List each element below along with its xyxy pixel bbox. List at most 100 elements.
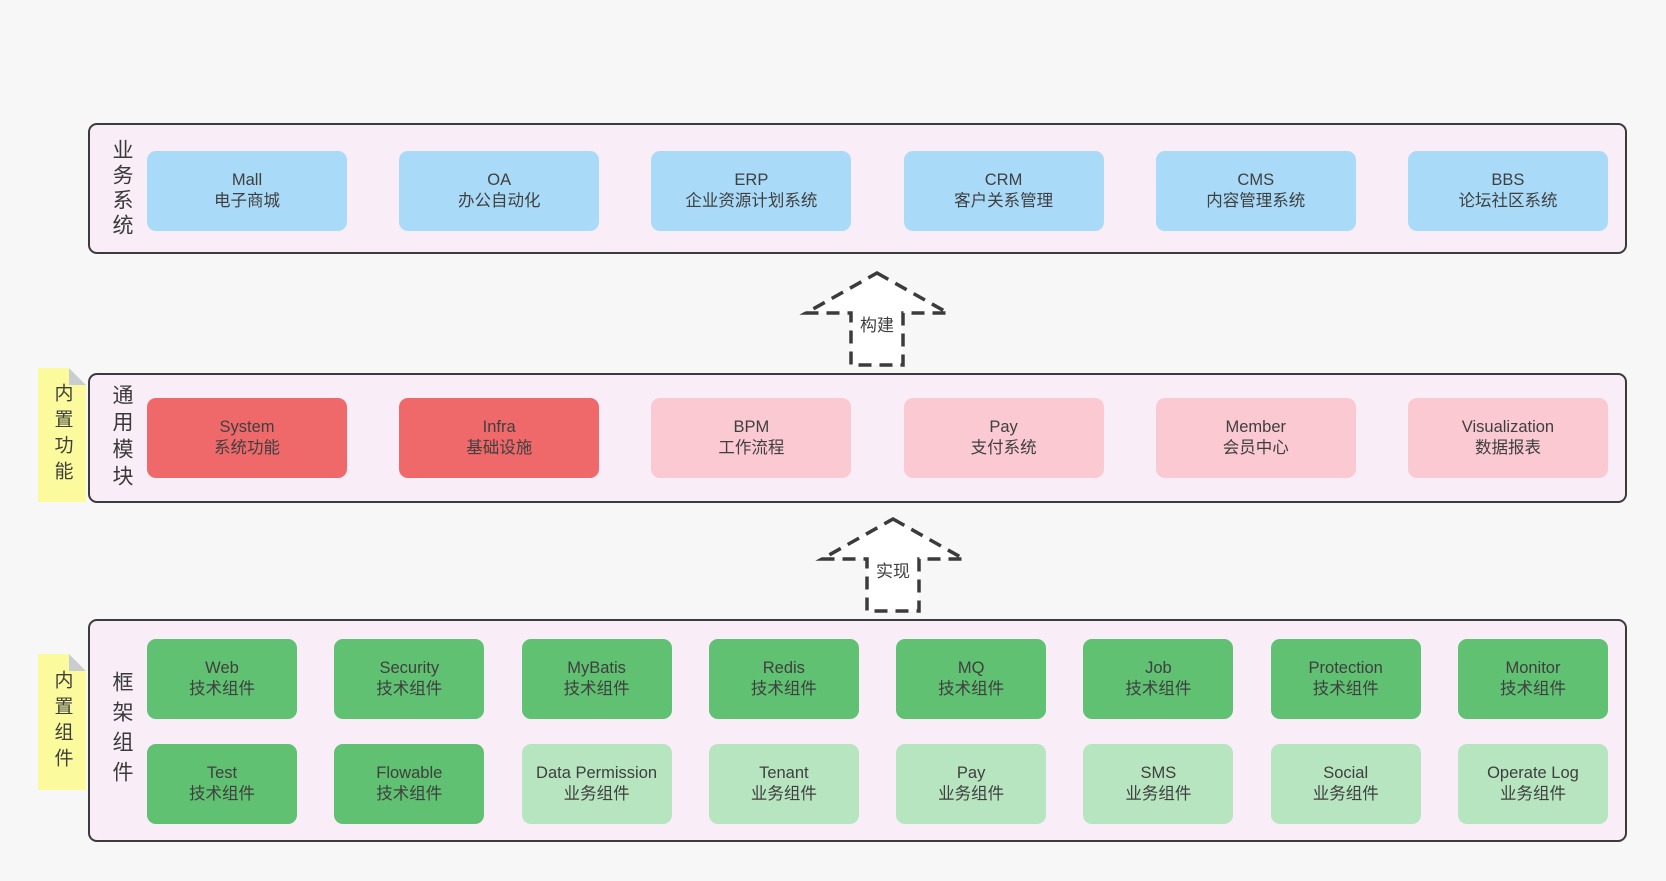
box-web: Web 技术组件	[147, 639, 297, 719]
box-subtitle: 电子商城	[214, 192, 280, 210]
band-common-modules: 通用模块 System 系统功能 Infra 基础设施 BPM 工作流程 Pay…	[88, 373, 1627, 503]
box-subtitle: 论坛社区系统	[1458, 192, 1558, 210]
box-subtitle: 业务组件	[563, 785, 630, 803]
band-business-side-label: 业务系统	[110, 138, 133, 239]
box-name: OA	[487, 171, 512, 189]
box-erp: ERP 企业资源计划系统	[651, 151, 852, 231]
box-sms: SMS 业务组件	[1083, 744, 1234, 824]
box-subtitle: 企业资源计划系统	[685, 192, 818, 210]
box-social: Social 业务组件	[1270, 744, 1421, 824]
components-box-row-2: Test 技术组件 Flowable 技术组件 Data Permission …	[147, 744, 1608, 824]
modules-box-row: System 系统功能 Infra 基础设施 BPM 工作流程 Pay 支付系统…	[147, 398, 1608, 478]
box-subtitle: 支付系统	[970, 439, 1037, 457]
up-arrow-build: 构建	[799, 270, 955, 367]
box-subtitle: 办公自动化	[457, 192, 541, 210]
box-subtitle: 技术组件	[750, 680, 817, 698]
box-mq: MQ 技术组件	[896, 639, 1047, 719]
box-name: CRM	[984, 171, 1023, 189]
box-name: MyBatis	[567, 659, 626, 677]
sticky-note-builtin-features: 内置功能	[38, 368, 86, 502]
box-subtitle: 业务组件	[1125, 785, 1192, 803]
box-bpm: BPM 工作流程	[651, 398, 852, 478]
band-components-side-label: 框架组件	[110, 670, 133, 791]
box-bbs: BBS 论坛社区系统	[1407, 151, 1608, 231]
box-name: Web	[205, 659, 239, 677]
box-name: BBS	[1491, 171, 1525, 189]
box-pay-module: Pay 支付系统	[903, 398, 1104, 478]
box-tenant: Tenant 业务组件	[708, 744, 859, 824]
box-subtitle: 内容管理系统	[1206, 192, 1306, 210]
note-label: 内置功能	[51, 383, 73, 487]
box-redis: Redis 技术组件	[708, 639, 859, 719]
box-name: Flowable	[376, 764, 443, 782]
box-name: Tenant	[759, 764, 809, 782]
box-visualization: Visualization 数据报表	[1407, 398, 1608, 478]
box-name: Operate Log	[1487, 764, 1579, 782]
box-name: SMS	[1140, 764, 1177, 782]
band-business-systems: 业务系统 Mall 电子商城 OA 办公自动化 ERP 企业资源计划系统 CRM…	[88, 123, 1627, 254]
box-subtitle: 会员中心	[1222, 439, 1289, 457]
box-crm: CRM 客户关系管理	[903, 151, 1104, 231]
box-name: Protection	[1308, 659, 1383, 677]
box-subtitle: 业务组件	[750, 785, 817, 803]
box-name: MQ	[957, 659, 985, 677]
box-system: System 系统功能	[147, 398, 347, 478]
box-oa: OA 办公自动化	[399, 151, 600, 231]
band-modules-side-label: 通用模块	[110, 384, 133, 492]
box-name: Monitor	[1505, 659, 1561, 677]
box-test: Test 技术组件	[147, 744, 297, 824]
box-name: Pay	[956, 764, 986, 782]
box-cms: CMS 内容管理系统	[1155, 151, 1356, 231]
up-arrow-implement: 实现	[815, 516, 971, 613]
box-subtitle: 技术组件	[376, 680, 443, 698]
box-subtitle: 客户关系管理	[954, 192, 1054, 210]
box-security: Security 技术组件	[334, 639, 485, 719]
arrow-build-label: 构建	[804, 311, 950, 336]
box-operate-log: Operate Log 业务组件	[1457, 744, 1608, 824]
band-framework-components: 框架组件 Web 技术组件 Security 技术组件 MyBatis 技术组件…	[88, 619, 1627, 842]
box-subtitle: 数据报表	[1474, 439, 1541, 457]
box-subtitle: 技术组件	[189, 785, 255, 803]
box-member: Member 会员中心	[1155, 398, 1356, 478]
box-subtitle: 技术组件	[938, 680, 1005, 698]
box-name: ERP	[734, 171, 769, 189]
box-flowable: Flowable 技术组件	[334, 744, 485, 824]
box-subtitle: 技术组件	[563, 680, 630, 698]
box-name: Visualization	[1461, 418, 1555, 436]
box-protection: Protection 技术组件	[1270, 639, 1421, 719]
box-name: Member	[1225, 418, 1286, 436]
box-mybatis: MyBatis 技术组件	[521, 639, 672, 719]
box-subtitle: 技术组件	[1312, 680, 1379, 698]
box-name: Redis	[762, 659, 805, 677]
box-name: Security	[379, 659, 440, 677]
box-name: Pay	[989, 418, 1018, 436]
box-data-permission: Data Permission 业务组件	[521, 744, 672, 824]
box-subtitle: 业务组件	[938, 785, 1005, 803]
box-name: Infra	[482, 418, 516, 436]
components-box-row-1: Web 技术组件 Security 技术组件 MyBatis 技术组件 Redi…	[147, 639, 1608, 719]
box-mall: Mall 电子商城	[147, 151, 347, 231]
box-pay-component: Pay 业务组件	[896, 744, 1047, 824]
business-box-row: Mall 电子商城 OA 办公自动化 ERP 企业资源计划系统 CRM 客户关系…	[147, 151, 1608, 231]
box-name: Data Permission	[536, 764, 658, 782]
box-subtitle: 技术组件	[1499, 680, 1566, 698]
box-subtitle: 业务组件	[1499, 785, 1566, 803]
box-subtitle: 业务组件	[1312, 785, 1379, 803]
box-subtitle: 技术组件	[189, 680, 255, 698]
box-subtitle: 技术组件	[376, 785, 443, 803]
box-name: Mall	[231, 171, 263, 189]
box-subtitle: 系统功能	[214, 439, 280, 457]
box-job: Job 技术组件	[1083, 639, 1234, 719]
box-name: Social	[1323, 764, 1369, 782]
box-subtitle: 基础设施	[466, 439, 533, 457]
box-name: CMS	[1237, 171, 1275, 189]
sticky-note-builtin-components: 内置组件	[38, 654, 86, 790]
note-label: 内置组件	[51, 670, 73, 774]
box-name: BPM	[733, 418, 770, 436]
box-monitor: Monitor 技术组件	[1457, 639, 1608, 719]
box-name: System	[219, 418, 275, 436]
box-infra: Infra 基础设施	[399, 398, 600, 478]
box-subtitle: 技术组件	[1125, 680, 1192, 698]
box-name: Job	[1145, 659, 1172, 677]
arrow-implement-label: 实现	[820, 557, 966, 582]
